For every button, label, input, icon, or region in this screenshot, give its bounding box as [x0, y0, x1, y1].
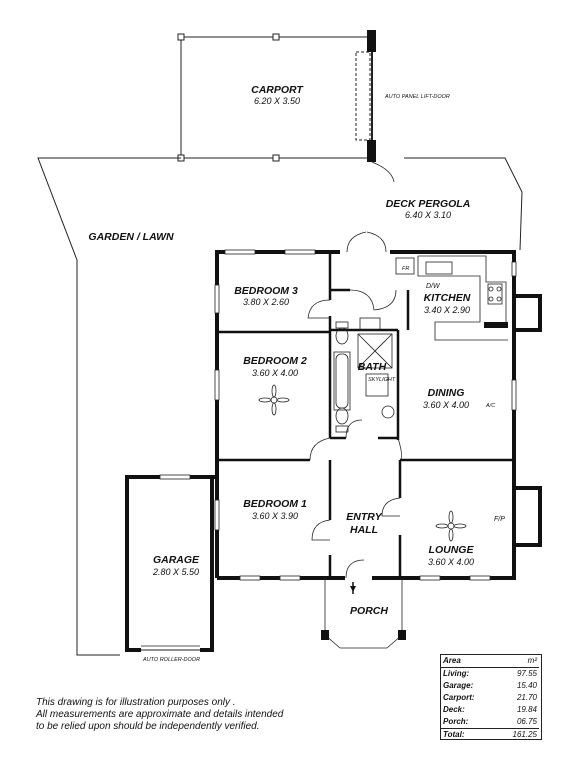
disclaimer-line: to be relied upon should be independentl… [36, 721, 260, 732]
area-row-value: 19.84 [516, 705, 537, 714]
carport-post [367, 140, 376, 162]
kitchen-label: KITCHEN [424, 292, 471, 304]
disclaimer: This drawing is for illustration purpose… [36, 697, 336, 733]
kitchen-bench [395, 255, 508, 341]
disclaimer-line: This drawing is for illustration purpose… [36, 697, 236, 708]
area-row-value: 15.40 [516, 681, 537, 690]
area-row: Living: 97.55 [441, 668, 539, 681]
fr-label: FR [402, 266, 409, 272]
disclaimer-line: All measurements are approximate and det… [36, 709, 284, 720]
area-header-unit: m² [495, 655, 539, 668]
garden-label: GARDEN / LAWN [88, 231, 174, 243]
bath-fittings [333, 317, 395, 433]
dining-label: DINING [428, 387, 465, 399]
bedroom2-label: BEDROOM 2 [243, 355, 307, 367]
ceiling-fan-icon [435, 510, 467, 542]
lounge-dims: 3.60 X 4.00 [428, 557, 474, 567]
area-header-label: Area [441, 655, 496, 668]
deck-label: DECK PERGOLA [386, 198, 471, 210]
area-row-label: Carport: [443, 693, 475, 702]
fireplace [514, 486, 542, 547]
bedroom1-label: BEDROOM 1 [243, 498, 307, 510]
garage-window [159, 474, 191, 480]
area-row-label: Deck: [443, 705, 465, 714]
skylight-label: SKYLIGHT [368, 377, 396, 383]
garage-label: GARAGE [153, 554, 200, 566]
windows [214, 249, 517, 581]
area-table-header: Area m² [441, 655, 539, 668]
carport-dims: 6.20 X 3.50 [254, 96, 300, 106]
bedroom2-dims: 3.60 X 4.00 [252, 368, 298, 378]
interior-walls [217, 252, 514, 578]
area-row: Porch: 06.75 [441, 716, 539, 729]
area-row: Carport: 21.70 [441, 692, 539, 704]
bath-label: BATH [358, 361, 387, 373]
area-total-row: Total: 161.25 [441, 728, 539, 741]
carport-post [367, 30, 376, 52]
auto-roller-label: AUTO ROLLER-DOOR [142, 657, 200, 663]
area-row: Deck: 19.84 [441, 704, 539, 716]
bedroom1-dims: 3.60 X 3.90 [252, 511, 298, 521]
area-total-label: Total: [441, 728, 496, 741]
area-row-label: Garage: [443, 681, 474, 690]
ceiling-fan-icon [258, 384, 290, 416]
deck-dims: 6.40 X 3.10 [405, 210, 451, 220]
auto-panel-label: AUTO PANEL LIFT-DOOR [384, 94, 450, 100]
area-total-value: 161.25 [495, 728, 539, 741]
area-row-label: Living: [443, 669, 470, 678]
area-row-label: Porch: [443, 717, 469, 726]
entry-hall-label-1: ENTRY [346, 511, 382, 523]
carport-label: CARPORT [251, 84, 304, 96]
entry-hall-label-2: HALL [350, 524, 378, 536]
kitchen-dims: 3.40 X 2.90 [424, 305, 470, 315]
ac-label: A/C [485, 403, 495, 409]
porch-label: PORCH [350, 605, 388, 617]
bedroom3-dims: 3.80 X 2.60 [243, 297, 289, 307]
chimney [514, 294, 542, 332]
fp-label: F/P [494, 516, 505, 523]
area-row-value: 06.75 [516, 717, 537, 726]
area-row: Garage: 15.40 [441, 680, 539, 692]
area-row-value: 97.55 [516, 669, 537, 678]
lounge-label: LOUNGE [429, 544, 475, 556]
deck-outline [404, 157, 523, 251]
dining-dims: 3.60 X 4.00 [423, 400, 469, 410]
area-table: Area m² Living: 97.55 Garage: 15.40 Carp… [441, 655, 539, 741]
lift-door [355, 51, 371, 141]
bedroom3-label: BEDROOM 3 [234, 285, 298, 297]
garage-dims: 2.80 X 5.50 [152, 567, 199, 577]
dw-label: D/W [426, 283, 441, 290]
area-row-value: 21.70 [516, 693, 537, 702]
